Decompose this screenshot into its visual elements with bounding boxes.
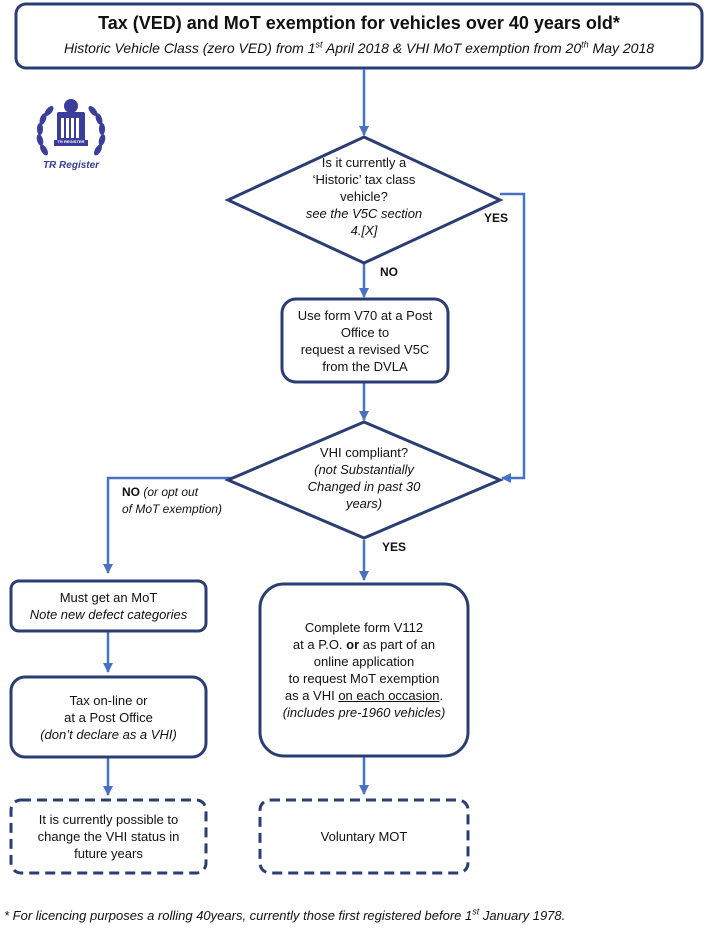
subtitle-sup-1: st — [315, 39, 323, 50]
historic-line-2: ‘Historic’ tax class — [312, 171, 416, 187]
v112-line-3: online application — [313, 654, 415, 669]
subtitle-text-1: Historic Vehicle Class (zero VED) from 1 — [63, 40, 316, 56]
v112-line-2-or: or — [346, 637, 360, 652]
edge-label-historic-yes: YES — [484, 211, 509, 225]
subtitle-text-3: May 2018 — [588, 40, 655, 56]
decision-historic — [224, 135, 504, 265]
v70-line-1: Use form V70 at a Post — [297, 307, 433, 323]
box-v112-text: Complete form V112 at a P.O. or as part … — [264, 600, 464, 740]
edge-historic-yes — [500, 192, 526, 483]
v112-line-5: as a VHI on each occasion. — [285, 687, 443, 704]
footnote-sup: st — [472, 906, 480, 917]
decision-vhi — [224, 420, 504, 540]
tax-line-2: at a Post Office — [64, 709, 153, 725]
v70-line-3: request a revised V5C — [300, 341, 430, 357]
box-v70 — [280, 297, 450, 384]
box-voluntary-text: Voluntary MOT — [262, 803, 466, 870]
box-v70-text: Use form V70 at a Post Office to request… — [284, 302, 446, 379]
box-possible-text: It is currently possible to change the V… — [13, 803, 204, 870]
v112-line-5a: as a VHI — [284, 688, 339, 703]
v112-line-5c: . — [439, 688, 444, 703]
v112-line-4: to request MoT exemption — [288, 671, 440, 686]
historic-note-1: see the V5C section — [305, 205, 423, 221]
decision-vhi-text: VHI compliant? (not Substantially Change… — [289, 436, 439, 520]
decision-historic-text: Is it currently a ‘Historic’ tax class v… — [284, 146, 444, 246]
vhi-note-1: (not Substantially — [314, 462, 414, 477]
header-box — [14, 2, 704, 70]
box-possible — [9, 798, 208, 875]
edge-label-vhi-no-group: NO (or opt out of MoT exemption) — [122, 484, 272, 518]
edge-vhi-no — [103, 476, 233, 574]
voluntary-line: Voluntary MOT — [320, 829, 408, 844]
v70-line-4: from the DVLA — [322, 358, 408, 374]
footnote-text-1: * For licencing purposes a rolling 40yea… — [4, 908, 473, 923]
footnote: * For licencing purposes a rolling 40yea… — [4, 906, 716, 923]
box-mot — [9, 579, 208, 633]
subtitle-sup-2: th — [581, 39, 589, 50]
subtitle-text-2: April 2018 & VHI MoT exemption from 20 — [322, 40, 582, 56]
box-v112 — [258, 582, 470, 758]
mot-note: Note new defect categories — [29, 607, 188, 622]
footnote-text-2: January 1978. — [479, 908, 566, 923]
v112-note: (includes pre-1960 vehicles) — [282, 705, 446, 720]
v112-line-5-underlined: on each occasion — [338, 688, 440, 703]
logo-text: TR Register — [42, 160, 100, 171]
edge-label-vhi-yes: YES — [382, 540, 407, 554]
mot-line: Must get an MoT — [59, 590, 158, 605]
box-tax — [9, 675, 208, 759]
historic-line-1: Is it currently a — [321, 154, 407, 170]
historic-line-3: vehicle? — [340, 188, 388, 204]
v112-line-1: Complete form V112 — [304, 620, 424, 635]
vhi-line: VHI compliant? — [319, 445, 409, 460]
logo-emblem-text: TR REGISTER — [57, 139, 85, 144]
box-mot-text: Must get an MoT Note new defect categori… — [13, 583, 204, 629]
edge-label-historic-no: NO — [380, 265, 398, 279]
vhi-note-3: years) — [345, 496, 383, 511]
edge-label-vhi-no-note-2: of MoT exemption) — [122, 502, 223, 516]
historic-note-2: 4.[X] — [350, 222, 378, 238]
possible-line-1: It is currently possible to — [38, 812, 179, 827]
laurel-crest-icon — [36, 99, 106, 156]
vhi-note-2: Changed in past 30 — [307, 479, 421, 494]
edge-label-vhi-no-note-1: (or opt out — [140, 485, 199, 499]
v112-line-2c: as part of an — [359, 637, 436, 652]
possible-line-2: change the VHI status in — [37, 829, 180, 844]
tax-line-1: Tax on-line or — [69, 692, 148, 708]
edge-label-vhi-no: NO — [122, 485, 140, 499]
possible-line-3: future years — [74, 846, 143, 861]
v70-line-2: Office to — [340, 324, 390, 340]
box-tax-text: Tax on-line or at a Post Office (don’t d… — [13, 680, 204, 754]
tax-note: (don’t declare as a VHI) — [40, 726, 177, 742]
box-voluntary — [258, 798, 470, 875]
v112-line-2a: at a P.O. — [292, 637, 347, 652]
v112-line-2: at a P.O. or as part of an — [293, 636, 435, 653]
header-subtitle: Historic Vehicle Class (zero VED) from 1… — [20, 40, 698, 56]
header-title: Tax (VED) and MoT exemption for vehicles… — [98, 13, 620, 33]
